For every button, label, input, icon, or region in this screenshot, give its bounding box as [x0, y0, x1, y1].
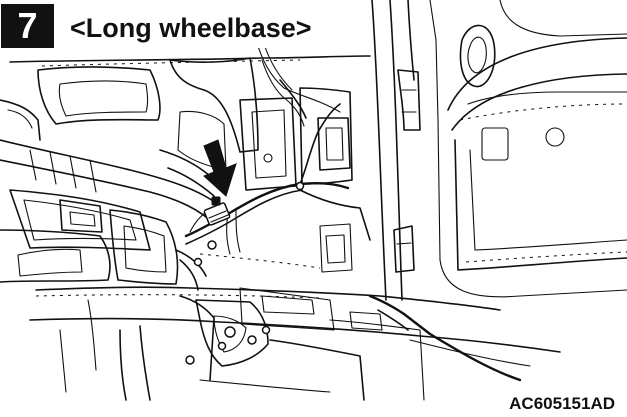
side-body-panel	[9, 39, 371, 273]
seat-and-trim	[0, 99, 221, 285]
step-number-badge: 7	[1, 4, 54, 48]
rear-door-panel	[371, 0, 627, 301]
cargo-floor	[29, 286, 561, 401]
arrow-down-icon	[203, 139, 237, 197]
figure-code: AC605151AD	[506, 394, 618, 414]
figure-title: <Long wheelbase>	[64, 8, 318, 48]
wiring-harness	[175, 59, 350, 291]
stitching-lines	[35, 59, 627, 299]
harness-connector	[203, 196, 231, 226]
